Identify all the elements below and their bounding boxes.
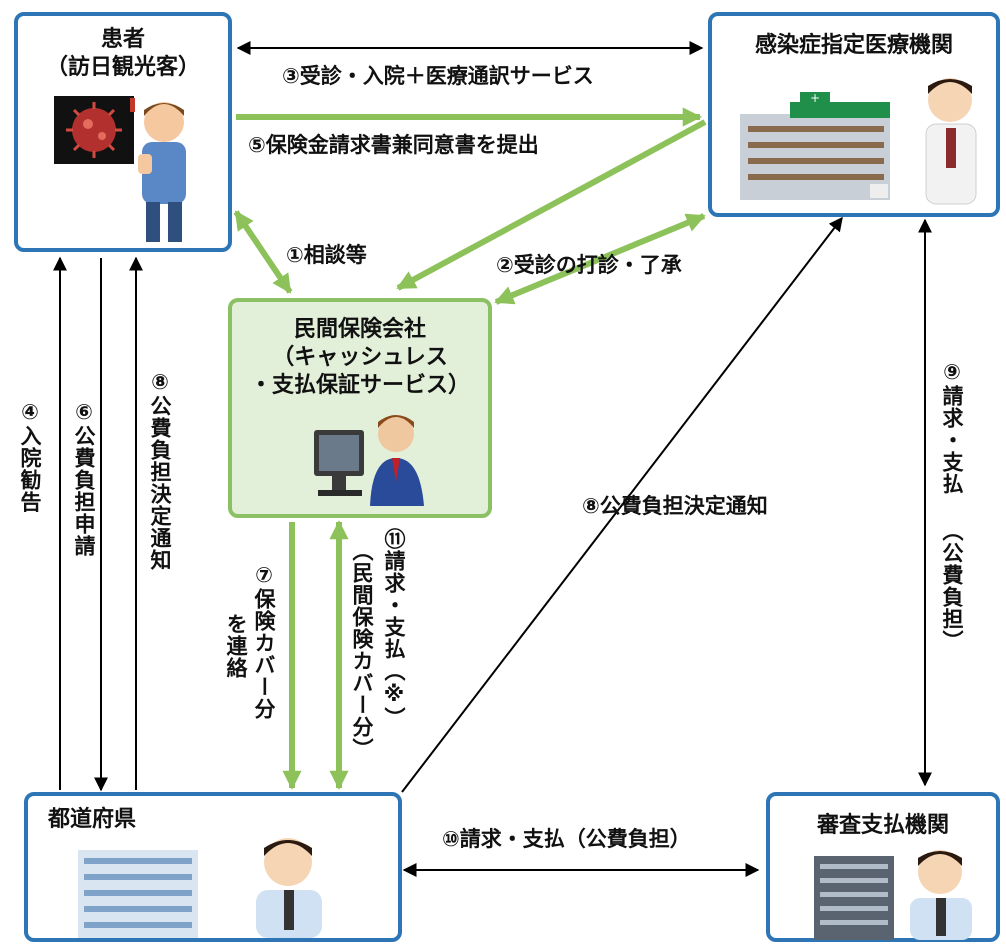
- review-illustration: [814, 836, 994, 940]
- label-9b: （公費負担）: [940, 520, 964, 652]
- label-6: ⑥公費負担申請: [72, 400, 96, 557]
- arrow-8-notice-hospital: [401, 216, 843, 793]
- virus-icon: [66, 102, 122, 158]
- hospital-illustration: +: [720, 66, 996, 214]
- arrow-2-inquiry: [494, 213, 706, 305]
- arrow-1-consult: [233, 210, 293, 294]
- insurer-illustration: [310, 406, 430, 510]
- hospital-title: 感染症指定医療機関: [754, 33, 953, 58]
- prefecture-title: 都道府県: [48, 807, 137, 832]
- label-7b: を連絡: [224, 613, 248, 679]
- patient-box: 患者 （訪日観光客）: [14, 12, 232, 252]
- label-11b: （民間保険カバー分）: [350, 540, 374, 760]
- hospital-box: 感染症指定医療機関 +: [708, 12, 1000, 217]
- review-title: 審査支払機関: [816, 813, 949, 838]
- patient-title: 患者 （訪日観光客）: [45, 27, 200, 80]
- insurer-title: 民間保険会社 （キャッシュレス ・支払保証サービス）: [249, 317, 470, 398]
- label-11a: ⑪請求・支払（※）: [382, 528, 406, 729]
- prefecture-illustration: [68, 826, 368, 938]
- patient-illustration: [54, 96, 204, 246]
- label-4: ④入院勧告: [18, 400, 42, 513]
- label-9a: ⑨請求・支払: [940, 360, 964, 495]
- label-10: ⑩請求・支払（公費負担）: [442, 827, 691, 851]
- label-8a: ⑧公費負担決定通知: [148, 370, 172, 571]
- label-2: ②受診の打診・了承: [496, 253, 682, 277]
- label-3: ③受診・入院＋医療通訳サービス: [282, 64, 594, 88]
- arrow-hospital-to-insurer: [396, 119, 707, 291]
- label-1: ①相談等: [286, 243, 367, 267]
- label-8b: ⑧公費負担決定通知: [582, 494, 768, 518]
- label-7a: ⑦保険カバー分: [252, 563, 276, 720]
- insurer-box: 民間保険会社 （キャッシュレス ・支払保証サービス）: [228, 298, 492, 518]
- prefecture-box: 都道府県: [24, 792, 402, 942]
- label-5: ⑤保険金請求書兼同意書を提出: [248, 133, 539, 157]
- review-box: 審査支払機関: [766, 792, 1000, 942]
- svg-text:+: +: [810, 91, 820, 105]
